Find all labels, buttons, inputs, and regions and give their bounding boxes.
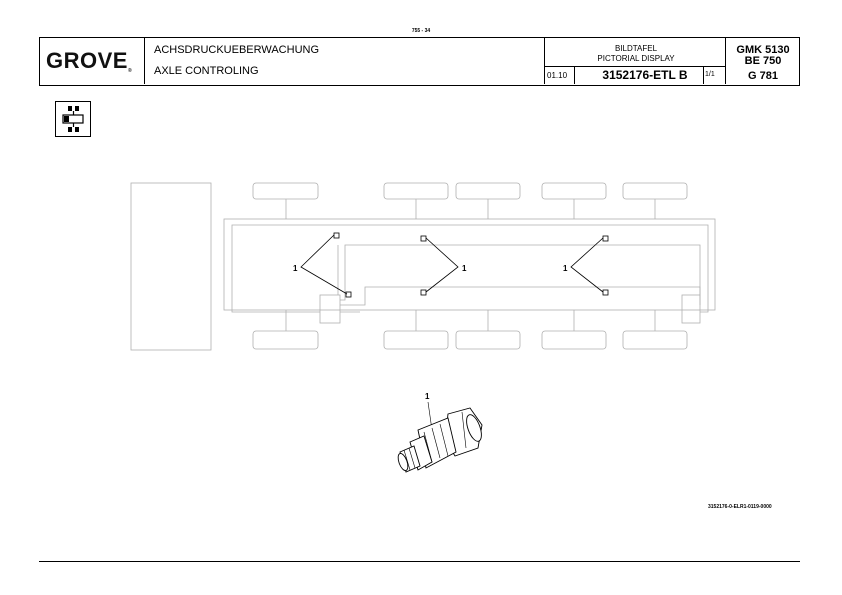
divider (703, 66, 704, 84)
title-block (39, 37, 800, 86)
page-number: 755 - 34 (411, 28, 431, 34)
chassis-outline (223, 218, 716, 311)
divider (725, 37, 726, 84)
part-number: 3152176-ETL B (602, 68, 688, 82)
model-3: G 781 (748, 70, 778, 82)
divider (544, 37, 545, 84)
registered-mark: ® (127, 68, 133, 74)
callout-label: 1 (563, 264, 568, 273)
drawing-reference: 3152176-0-ELR1-0119-0000 (708, 504, 772, 510)
title-block-frame (39, 37, 800, 86)
callout-label: 1 (462, 264, 467, 273)
model-2: BE 750 (744, 55, 782, 67)
cab-outline (130, 182, 212, 351)
divider (544, 66, 725, 67)
footer-divider (39, 561, 800, 562)
brand-logo: GROVE® (46, 48, 132, 74)
title-english: AXLE CONTROLING (154, 65, 259, 77)
sheet-number: 1/1 (705, 71, 715, 78)
divider (144, 37, 145, 84)
divider (574, 66, 575, 84)
axle-sensor-icon (55, 101, 91, 137)
model-1: GMK 5130 (736, 44, 790, 56)
brand-logo-text: GROVE (46, 48, 128, 73)
title-german: ACHSDRUCKUEBERWACHUNG (154, 44, 320, 56)
callout-label: 1 (293, 264, 298, 273)
display-label-english: PICTORIAL DISPLAY (597, 54, 675, 63)
display-label-german: BILDTAFEL (614, 44, 658, 53)
callout-label: 1 (425, 392, 430, 401)
issue-date: 01.10 (547, 71, 568, 80)
